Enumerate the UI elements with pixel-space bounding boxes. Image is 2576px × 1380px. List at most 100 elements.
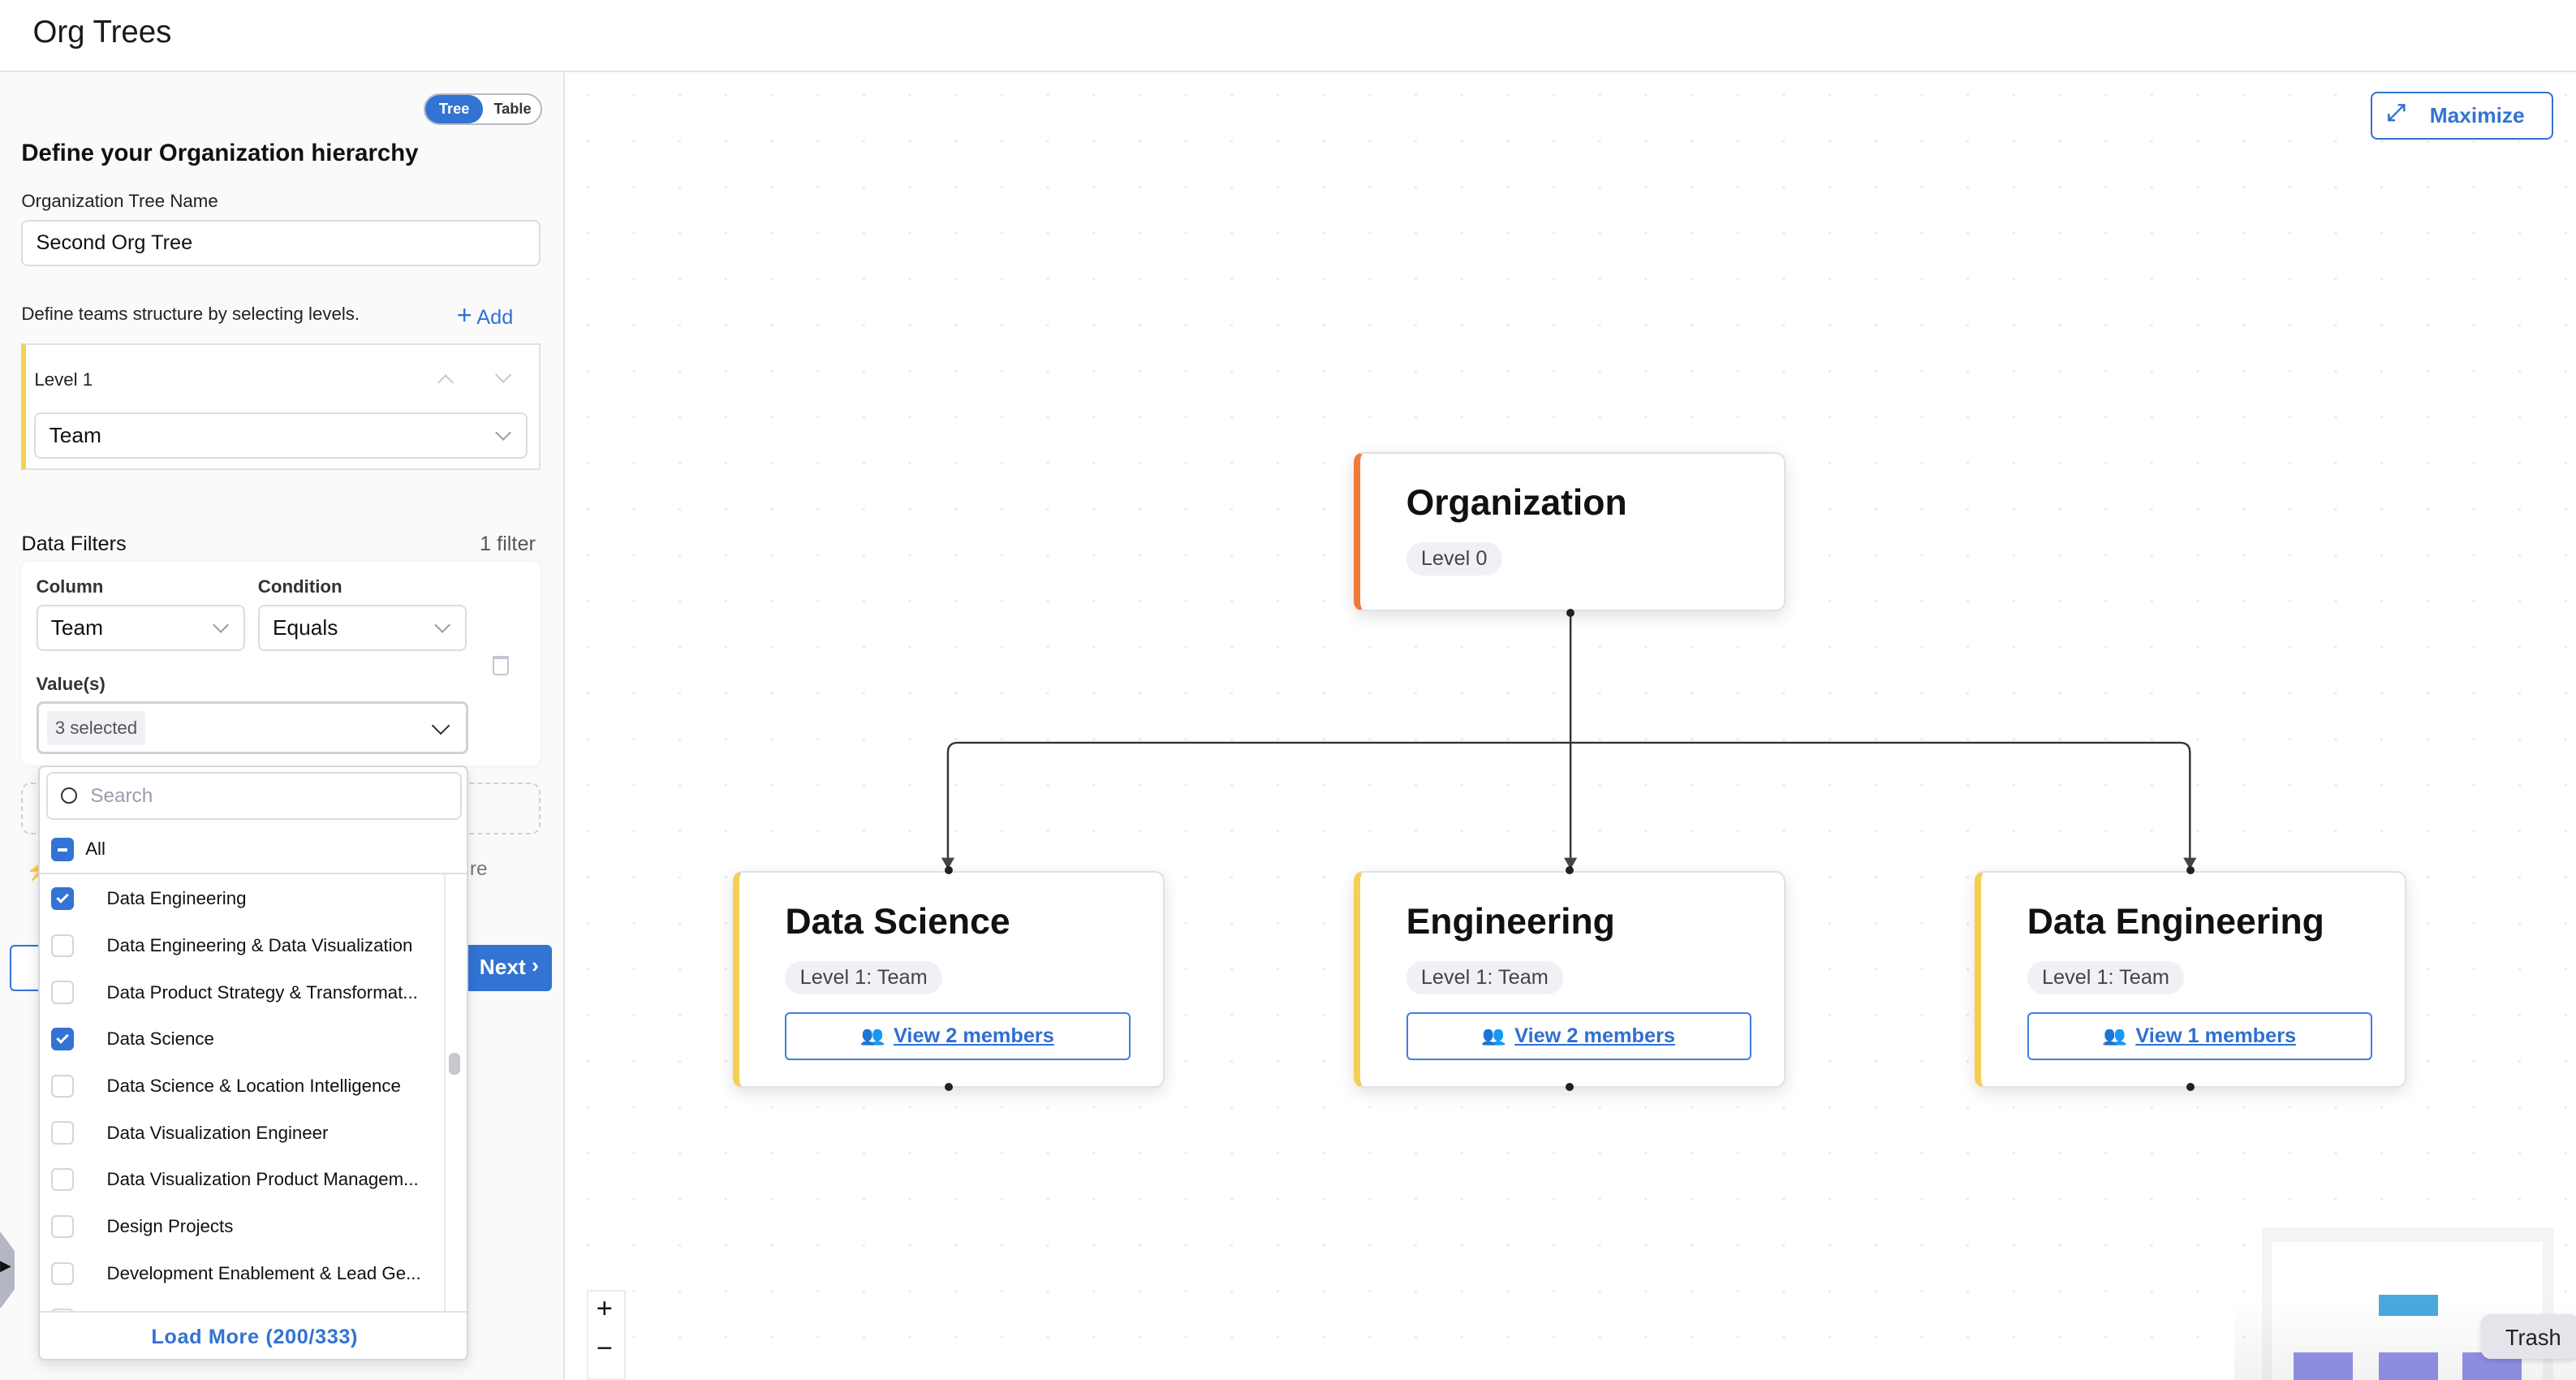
expand-icon: ⤢ — [2387, 100, 2406, 127]
checkbox[interactable] — [50, 981, 75, 1004]
indeterminate-checkbox[interactable] — [50, 838, 75, 861]
filter-card: Column Condition Team Equals Value(s) 3 … — [21, 562, 541, 766]
option-item[interactable]: Data Engineering — [40, 876, 444, 922]
level-select-value: Team — [49, 422, 101, 447]
zoom-in-button[interactable]: + — [596, 1293, 613, 1324]
handle-dot[interactable] — [944, 1082, 954, 1092]
option-label: Data Engineering & Data Visualization — [106, 934, 413, 955]
option-item[interactable]: Data Product Strategy & Transformat... — [40, 969, 444, 1016]
level-chip: Level 1: Team — [2027, 961, 2185, 995]
minimap-node — [2293, 1352, 2353, 1380]
search-placeholder: Search — [90, 784, 153, 807]
column-select[interactable]: Team — [36, 604, 245, 651]
view-members-label: View 2 members — [1514, 1024, 1675, 1047]
checkbox[interactable] — [50, 1214, 75, 1239]
maximize-button[interactable]: ⤢ Maximize — [2370, 92, 2553, 140]
handle-dot[interactable] — [2186, 1082, 2195, 1092]
tree-name-label: Organization Tree Name — [21, 190, 218, 211]
app-header: Org Trees — [0, 0, 2576, 73]
select-all-row[interactable]: All — [39, 826, 467, 874]
trash-icon[interactable] — [493, 655, 510, 675]
handle-dot[interactable] — [1566, 1082, 1574, 1092]
handle-dot[interactable] — [944, 865, 954, 874]
handle-dot[interactable] — [2186, 865, 2195, 874]
view-members-label: View 1 members — [2135, 1024, 2297, 1047]
tab-table[interactable]: Table — [493, 101, 532, 118]
maximize-label: Maximize — [2429, 103, 2525, 128]
option-item[interactable]: Development Enablement & Lead Ge... — [40, 1250, 444, 1296]
level-chip: Level 1: Team — [785, 961, 942, 995]
condition-select[interactable]: Equals — [257, 604, 467, 651]
checkbox[interactable] — [50, 1168, 75, 1192]
column-value: Team — [50, 615, 104, 640]
checkbox[interactable] — [50, 887, 75, 911]
node-title: Organization — [1406, 483, 1627, 524]
level-card: Level 1 Team — [21, 343, 541, 470]
node-organization[interactable]: Organization Level 0 — [1353, 451, 1786, 611]
connector-data-science — [946, 741, 1571, 861]
view-members-button[interactable]: 👥 View 2 members — [785, 1011, 1131, 1060]
handle-dot[interactable] — [1566, 865, 1574, 874]
option-item[interactable]: Data Science & Location Intelligence — [40, 1063, 444, 1110]
scrollbar-thumb[interactable] — [448, 1053, 460, 1075]
view-members-button[interactable]: 👥View 2 members — [1406, 1011, 1751, 1060]
values-label: Value(s) — [36, 673, 106, 694]
add-label: Add — [476, 306, 514, 330]
chevron-right-icon: › — [532, 953, 539, 978]
tree-name-input[interactable]: Second Org Tree — [21, 220, 541, 266]
option-label: Data Visualization Engineer — [106, 1122, 329, 1143]
option-item-partial[interactable] — [40, 1297, 444, 1312]
zoom-controls: + − — [586, 1289, 627, 1380]
checkbox[interactable] — [50, 1121, 75, 1145]
option-label: Data Science & Location Intelligence — [106, 1075, 401, 1096]
checkbox[interactable] — [50, 1261, 75, 1285]
option-item[interactable]: Data Engineering & Data Visualization — [40, 923, 444, 969]
condition-value: Equals — [272, 615, 338, 640]
checkbox[interactable] — [50, 934, 75, 958]
option-label: Design Projects — [106, 1216, 234, 1236]
level-chip: Level 1: Team — [1406, 961, 1564, 995]
next-label: Next — [479, 955, 526, 980]
tree-name-value: Second Org Tree — [36, 231, 193, 255]
checkbox[interactable] — [50, 1028, 75, 1051]
hint-text: re — [469, 857, 488, 880]
users-icon: 👥 — [861, 1025, 884, 1046]
arrow-icon — [2183, 857, 2197, 869]
scrollbar-track — [443, 873, 446, 1312]
values-select[interactable]: 3 selected — [36, 701, 468, 755]
level-select[interactable]: Team — [34, 412, 528, 459]
option-item[interactable]: Data Visualization Engineer — [40, 1110, 444, 1156]
plus-icon: + — [456, 300, 472, 330]
option-item[interactable]: Design Projects — [40, 1204, 444, 1250]
option-label: Data Product Strategy & Transformat... — [106, 981, 418, 1003]
option-item[interactable]: Data Science — [40, 1016, 444, 1063]
view-toggle[interactable]: Tree Table — [424, 93, 542, 125]
checkbox[interactable] — [50, 1074, 75, 1098]
add-level-button[interactable]: + Add — [457, 300, 514, 330]
view-members-button[interactable]: 👥 View 1 members — [2027, 1011, 2372, 1060]
selected-chip: 3 selected — [46, 710, 146, 745]
option-item[interactable]: Data Visualization Product Managem... — [40, 1157, 444, 1203]
zoom-out-button[interactable]: − — [596, 1332, 613, 1364]
option-label: Data Visualization Product Managem... — [106, 1169, 419, 1190]
handle-dot[interactable] — [1566, 608, 1575, 618]
next-button[interactable]: Next› — [453, 944, 553, 991]
users-icon: 👥 — [2103, 1025, 2126, 1046]
condition-label: Condition — [257, 576, 342, 597]
option-label: Data Engineering — [106, 888, 247, 909]
section-heading: Define your Organization hierarchy — [21, 140, 419, 167]
column-label: Column — [36, 576, 104, 597]
view-members-label: View 2 members — [894, 1024, 1054, 1047]
filter-count: 1 filter — [480, 532, 536, 555]
side-handle[interactable]: ▶ — [0, 1232, 15, 1309]
node-title: Data Science — [785, 902, 1010, 942]
dropdown-search-input[interactable]: Search — [45, 772, 462, 821]
levels-hint: Define teams structure by selecting leve… — [21, 304, 360, 325]
load-more-button[interactable]: Load More (200/333) — [39, 1311, 467, 1359]
tab-tree[interactable]: Tree — [425, 95, 484, 123]
